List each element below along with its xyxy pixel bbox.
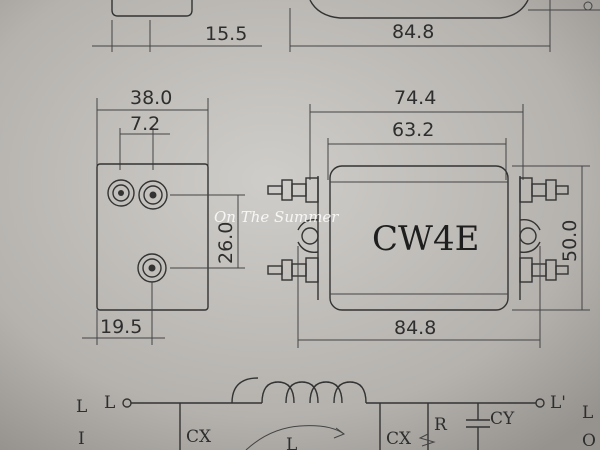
schem-left-top: L xyxy=(76,397,87,417)
top-view-left: 15.5 xyxy=(92,0,262,52)
side-view: 74.4 63.2 xyxy=(267,87,590,348)
schem-right-node: L' xyxy=(550,393,566,413)
mount-hole-right xyxy=(519,227,537,245)
cap-cx-left: CX xyxy=(186,427,212,447)
dim-overall-width: 74.4 xyxy=(394,87,436,109)
resistor-label: R xyxy=(434,415,448,435)
filter-body xyxy=(329,165,509,311)
stud-right-bottom xyxy=(519,257,569,283)
schem-left-bottom: I xyxy=(78,429,85,449)
dim-end-width: 38.0 xyxy=(130,87,172,109)
model-label: CW4E xyxy=(372,219,479,259)
schematic: L I L CX L CX R CY L' L O xyxy=(76,377,596,450)
node-right xyxy=(535,398,545,408)
mount-hole-left xyxy=(301,227,319,245)
dim-body-width: 63.2 xyxy=(392,119,434,141)
dim-terminal-spacing: 7.2 xyxy=(130,113,160,135)
stud-right-top xyxy=(519,177,569,203)
inductor-label: L xyxy=(286,435,297,450)
terminal-top-left xyxy=(107,179,135,207)
schem-right-top: L xyxy=(582,403,593,423)
schem-right-bottom: O xyxy=(582,431,596,450)
schem-left-node: L xyxy=(104,393,115,413)
dim-height: 50.0 xyxy=(559,220,581,262)
end-view: 38.0 7.2 26.0 19.5 xyxy=(82,87,245,345)
terminal-top-right xyxy=(138,180,168,210)
inductor-coil xyxy=(231,377,367,404)
cap-cx-right: CX xyxy=(386,429,412,449)
dim-top-right: 84.8 xyxy=(392,21,434,43)
dim-mount-spacing: 84.8 xyxy=(394,317,436,339)
dim-vertical-spacing: 26.0 xyxy=(215,222,237,264)
cap-cy-label: CY xyxy=(490,409,515,429)
dim-top-left: 15.5 xyxy=(205,23,247,45)
stud-left-top xyxy=(267,177,319,203)
watermark: On The Summer xyxy=(214,208,339,226)
dim-bottom-offset: 19.5 xyxy=(100,316,142,338)
top-view-right: 84.8 xyxy=(289,0,600,52)
stud-left-bottom xyxy=(267,257,319,283)
